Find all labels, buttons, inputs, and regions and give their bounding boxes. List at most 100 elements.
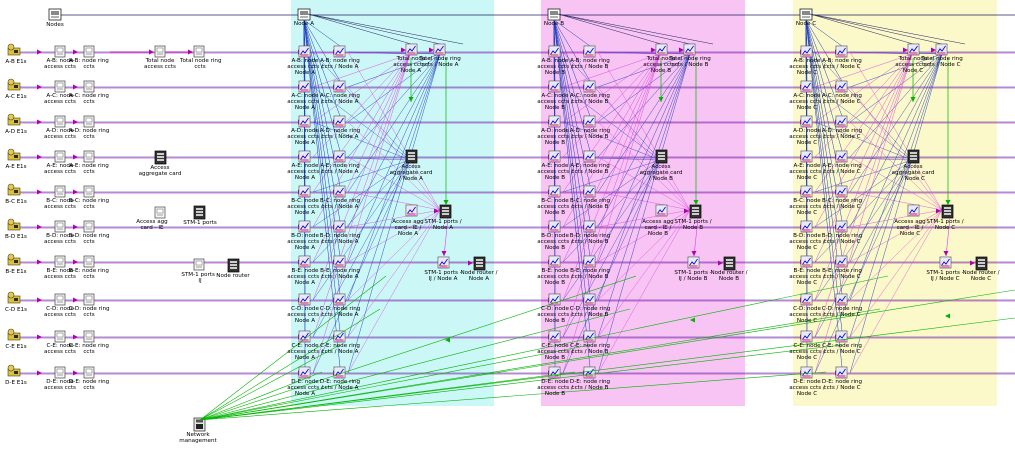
- source-icon[interactable]: [7, 148, 21, 161]
- access-chart-icon[interactable]: [548, 220, 561, 233]
- source-icon[interactable]: [7, 364, 21, 377]
- source-icon[interactable]: [7, 253, 21, 266]
- stm1-icon[interactable]: [193, 205, 206, 220]
- ring-chart-icon[interactable]: [835, 255, 848, 268]
- access-chart-icon[interactable]: [298, 293, 311, 306]
- access-chart-icon[interactable]: [298, 45, 311, 58]
- total-access-icon[interactable]: [154, 45, 166, 58]
- total-ring-icon[interactable]: [193, 45, 205, 58]
- ring-chart-icon[interactable]: [583, 366, 596, 379]
- access-chart-icon[interactable]: [298, 115, 311, 128]
- ring-chart-icon[interactable]: [583, 293, 596, 306]
- access-agg-icon[interactable]: [907, 204, 920, 217]
- access-chart-icon[interactable]: [800, 220, 813, 233]
- ring-node-icon[interactable]: [83, 80, 95, 93]
- ring-chart-icon[interactable]: [583, 255, 596, 268]
- access-chart-icon[interactable]: [800, 150, 813, 163]
- access-card-icon[interactable]: [154, 150, 167, 165]
- access-node-icon[interactable]: [54, 366, 66, 379]
- access-card-icon[interactable]: [907, 149, 920, 164]
- total-access-chart-icon[interactable]: [655, 43, 668, 56]
- access-node-icon[interactable]: [54, 330, 66, 343]
- source-icon[interactable]: [7, 183, 21, 196]
- access-agg-icon[interactable]: [405, 204, 418, 217]
- stm1-ij-chart-icon[interactable]: [687, 256, 700, 269]
- ring-chart-icon[interactable]: [835, 293, 848, 306]
- ring-chart-icon[interactable]: [333, 80, 346, 93]
- ring-chart-icon[interactable]: [333, 185, 346, 198]
- ring-chart-icon[interactable]: [835, 366, 848, 379]
- ring-node-icon[interactable]: [83, 45, 95, 58]
- ring-chart-icon[interactable]: [835, 185, 848, 198]
- source-icon[interactable]: [7, 78, 21, 91]
- access-chart-icon[interactable]: [548, 45, 561, 58]
- access-card-icon[interactable]: [655, 149, 668, 164]
- access-agg-icon[interactable]: [154, 206, 166, 219]
- network-management-icon[interactable]: [193, 417, 206, 432]
- total-ring-chart-icon[interactable]: [935, 43, 948, 56]
- nodes-icon[interactable]: [48, 8, 62, 21]
- source-icon[interactable]: [7, 328, 21, 341]
- ring-chart-icon[interactable]: [835, 80, 848, 93]
- access-node-icon[interactable]: [54, 150, 66, 163]
- node-router-icon[interactable]: [975, 256, 988, 271]
- ring-chart-icon[interactable]: [583, 80, 596, 93]
- access-agg-icon[interactable]: [655, 204, 668, 217]
- ring-node-icon[interactable]: [83, 255, 95, 268]
- access-node-icon[interactable]: [54, 255, 66, 268]
- total-access-chart-icon[interactable]: [405, 43, 418, 56]
- access-chart-icon[interactable]: [298, 330, 311, 343]
- total-access-chart-icon[interactable]: [907, 43, 920, 56]
- source-icon[interactable]: [7, 291, 21, 304]
- node-router-icon[interactable]: [723, 256, 736, 271]
- access-chart-icon[interactable]: [548, 255, 561, 268]
- ring-chart-icon[interactable]: [333, 293, 346, 306]
- ring-chart-icon[interactable]: [835, 115, 848, 128]
- access-chart-icon[interactable]: [298, 255, 311, 268]
- access-chart-icon[interactable]: [298, 80, 311, 93]
- access-chart-icon[interactable]: [548, 80, 561, 93]
- access-chart-icon[interactable]: [298, 185, 311, 198]
- stm1-ij-icon[interactable]: [193, 258, 205, 271]
- access-chart-icon[interactable]: [548, 366, 561, 379]
- access-node-icon[interactable]: [54, 80, 66, 93]
- ring-node-icon[interactable]: [83, 330, 95, 343]
- node-router-icon[interactable]: [227, 258, 240, 273]
- access-chart-icon[interactable]: [800, 255, 813, 268]
- access-chart-icon[interactable]: [298, 220, 311, 233]
- ring-node-icon[interactable]: [83, 115, 95, 128]
- ring-chart-icon[interactable]: [333, 115, 346, 128]
- node-router-icon[interactable]: [473, 256, 486, 271]
- total-ring-chart-icon[interactable]: [683, 43, 696, 56]
- ring-chart-icon[interactable]: [583, 150, 596, 163]
- stm1-icon[interactable]: [689, 204, 702, 219]
- source-icon[interactable]: [7, 43, 21, 56]
- stm1-ij-chart-icon[interactable]: [437, 256, 450, 269]
- ring-chart-icon[interactable]: [835, 220, 848, 233]
- ring-chart-icon[interactable]: [333, 220, 346, 233]
- ring-chart-icon[interactable]: [333, 150, 346, 163]
- access-chart-icon[interactable]: [298, 150, 311, 163]
- ring-node-icon[interactable]: [83, 366, 95, 379]
- stm1-icon[interactable]: [941, 204, 954, 219]
- ring-chart-icon[interactable]: [583, 45, 596, 58]
- access-node-icon[interactable]: [54, 220, 66, 233]
- ring-chart-icon[interactable]: [333, 45, 346, 58]
- access-chart-icon[interactable]: [548, 330, 561, 343]
- access-node-icon[interactable]: [54, 185, 66, 198]
- ring-chart-icon[interactable]: [583, 220, 596, 233]
- stm1-icon[interactable]: [439, 204, 452, 219]
- access-chart-icon[interactable]: [800, 80, 813, 93]
- ring-chart-icon[interactable]: [583, 115, 596, 128]
- access-node-icon[interactable]: [54, 45, 66, 58]
- ring-chart-icon[interactable]: [583, 330, 596, 343]
- access-node-icon[interactable]: [54, 293, 66, 306]
- ring-chart-icon[interactable]: [333, 255, 346, 268]
- access-chart-icon[interactable]: [548, 185, 561, 198]
- ring-chart-icon[interactable]: [835, 150, 848, 163]
- ring-chart-icon[interactable]: [333, 366, 346, 379]
- access-chart-icon[interactable]: [548, 115, 561, 128]
- access-chart-icon[interactable]: [800, 293, 813, 306]
- access-chart-icon[interactable]: [800, 45, 813, 58]
- ring-chart-icon[interactable]: [835, 45, 848, 58]
